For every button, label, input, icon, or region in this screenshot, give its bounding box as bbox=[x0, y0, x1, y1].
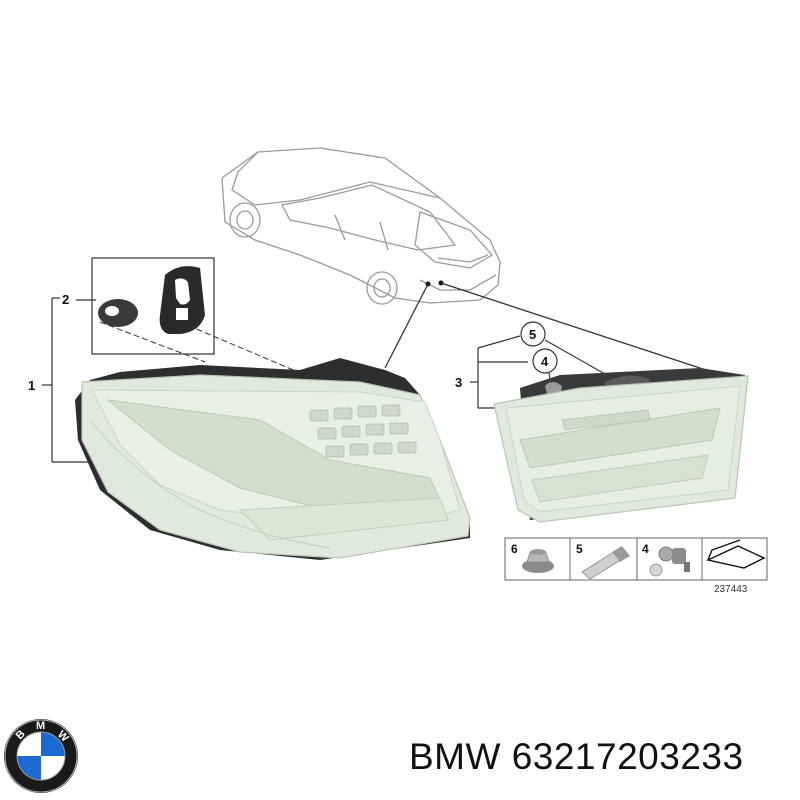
gasket-seal-icon bbox=[159, 266, 205, 334]
callout-5-leader bbox=[544, 339, 613, 379]
callout-3: 3 bbox=[455, 375, 462, 390]
led-cluster bbox=[309, 404, 417, 458]
legend-ref-number: 237443 bbox=[714, 584, 748, 595]
legend-num-5: 5 bbox=[576, 542, 583, 556]
inner-tail-lamp bbox=[493, 368, 749, 523]
bulb-icon bbox=[581, 546, 630, 580]
bracket-icon bbox=[705, 539, 766, 569]
gasket-ring-icon bbox=[98, 299, 138, 327]
callout-3-bracket bbox=[470, 335, 528, 409]
callout-5: 5 bbox=[529, 327, 536, 342]
callout-1: 1 bbox=[28, 378, 35, 393]
part-number-caption: BMW 63217203233 bbox=[409, 736, 744, 777]
leader-lines bbox=[384, 282, 713, 373]
nut-icon bbox=[522, 549, 554, 573]
legend-num-4: 4 bbox=[642, 542, 649, 556]
callout-5-circle bbox=[520, 321, 546, 347]
parts-legend: 6 5 4 237443 bbox=[504, 537, 768, 595]
callout-2: 2 bbox=[62, 292, 69, 307]
callout-4: 4 bbox=[541, 354, 549, 369]
legend-num-6: 6 bbox=[511, 542, 518, 556]
bmw-logo: B M W bbox=[4, 719, 78, 793]
callout-4-circle bbox=[532, 348, 558, 374]
bulb-socket-icon bbox=[649, 546, 690, 577]
outer-tail-lamp bbox=[75, 358, 471, 560]
car-outline-illustration bbox=[221, 147, 501, 305]
bmw-logo-letter-m: M bbox=[36, 720, 45, 732]
gasket-dash-lines bbox=[99, 321, 299, 373]
